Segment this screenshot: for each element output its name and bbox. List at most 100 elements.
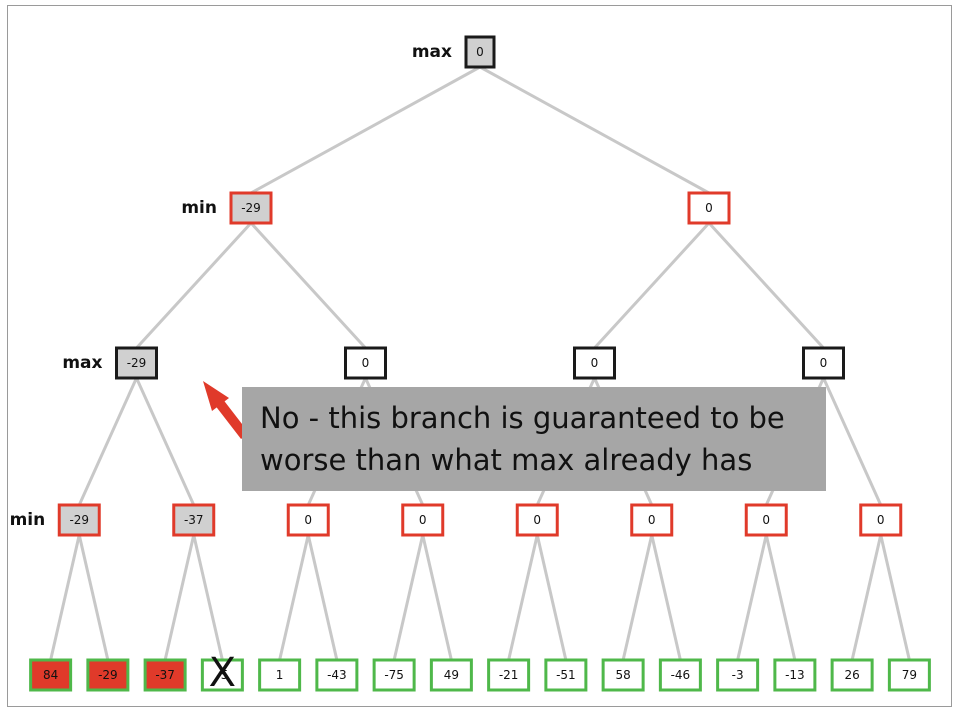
max-node: 0 — [464, 35, 496, 69]
tree-edge — [163, 534, 196, 661]
leaf-node: -29 — [86, 658, 130, 692]
tree-edge — [621, 534, 654, 661]
node-value: 1 — [276, 668, 284, 682]
node-value: 0 — [476, 45, 484, 59]
max-node: 0 — [573, 346, 616, 380]
node-box — [200, 658, 244, 692]
min-node: 0 — [859, 503, 903, 537]
leaf-node: -5 — [200, 658, 244, 692]
node-box — [315, 658, 359, 692]
tree-edge — [421, 534, 453, 661]
node-value: 79 — [902, 668, 917, 682]
node-value: -13 — [785, 668, 805, 682]
callout-box: No - this branch is guaranteed to be wor… — [242, 387, 826, 491]
node-box — [29, 658, 73, 692]
tree-edge — [249, 221, 367, 350]
tree-edge — [250, 65, 481, 195]
node-box — [687, 191, 731, 225]
leaf-node: 49 — [429, 658, 473, 692]
min-node: 0 — [286, 503, 330, 537]
callout-line-1: No - this branch is guaranteed to be — [260, 401, 785, 435]
leaf-node: -3 — [716, 658, 760, 692]
node-value: -51 — [556, 668, 576, 682]
node-box — [859, 503, 903, 537]
node-box — [573, 346, 616, 380]
node-value: 84 — [43, 668, 58, 682]
node-value: -29 — [69, 513, 89, 527]
leaf-node: -13 — [773, 658, 817, 692]
node-value: 0 — [304, 513, 312, 527]
leaf-node: -75 — [372, 658, 416, 692]
node-box — [744, 503, 788, 537]
prune-marks: X — [209, 650, 236, 696]
node-value: 0 — [648, 513, 656, 527]
node-value: -29 — [98, 668, 118, 682]
node-value: 0 — [877, 513, 885, 527]
tree-edge — [822, 377, 883, 506]
tree-edge — [535, 534, 568, 661]
leaf-node: 79 — [887, 658, 931, 692]
node-box — [515, 503, 559, 537]
tree-edge — [479, 65, 710, 195]
node-value: -37 — [155, 668, 175, 682]
tree-edge — [736, 534, 768, 661]
leaf-node: -51 — [544, 658, 588, 692]
node-value: 0 — [705, 201, 713, 215]
leaf-node: 58 — [601, 658, 645, 692]
node-box — [115, 346, 158, 380]
pruned-x-mark: X — [209, 650, 236, 696]
tree-edge — [135, 221, 253, 350]
tree-edge — [879, 534, 911, 661]
leaf-node: -37 — [143, 658, 187, 692]
leaf-node: 84 — [29, 658, 73, 692]
node-value: 0 — [419, 513, 427, 527]
max-node: 0 — [802, 346, 845, 380]
node-box — [802, 346, 845, 380]
callout-line-2: worse than what max already has — [260, 443, 753, 477]
leaf-node: 26 — [830, 658, 874, 692]
node-value: 58 — [615, 668, 630, 682]
node-box — [630, 503, 674, 537]
node-box — [401, 503, 445, 537]
node-value: -29 — [127, 356, 147, 370]
tree-edge — [392, 534, 425, 661]
node-value: -3 — [732, 668, 744, 682]
tree-edge — [49, 534, 81, 661]
tree-edge — [850, 534, 883, 661]
node-box — [286, 503, 330, 537]
tree-edge — [135, 377, 196, 506]
node-box — [258, 658, 302, 692]
node-value: -5 — [216, 668, 228, 682]
node-box — [601, 658, 645, 692]
tree-edge — [306, 534, 339, 661]
min-node: 0 — [401, 503, 445, 537]
node-value: 49 — [444, 668, 459, 682]
node-box — [372, 658, 416, 692]
level-label-min: min — [10, 510, 46, 530]
min-node: 0 — [744, 503, 788, 537]
node-box — [464, 35, 496, 69]
tree-edge — [707, 221, 825, 350]
node-box — [773, 658, 817, 692]
min-node: 0 — [515, 503, 559, 537]
slide-frame — [7, 5, 952, 707]
node-value: 0 — [820, 356, 828, 370]
node-value: 0 — [533, 513, 541, 527]
node-value: -37 — [184, 513, 204, 527]
node-box — [172, 503, 216, 537]
node-box — [830, 658, 874, 692]
tree-edge — [764, 534, 797, 661]
node-box — [229, 191, 273, 225]
node-value: -43 — [327, 668, 347, 682]
node-value: 26 — [844, 668, 859, 682]
node-value: -75 — [384, 668, 404, 682]
callout-arrow — [203, 381, 249, 440]
arrow-shaft — [214, 397, 249, 440]
tree-edge — [278, 534, 310, 661]
max-node: 0 — [344, 346, 387, 380]
min-node: 0 — [630, 503, 674, 537]
max-node: -29 — [115, 346, 158, 380]
